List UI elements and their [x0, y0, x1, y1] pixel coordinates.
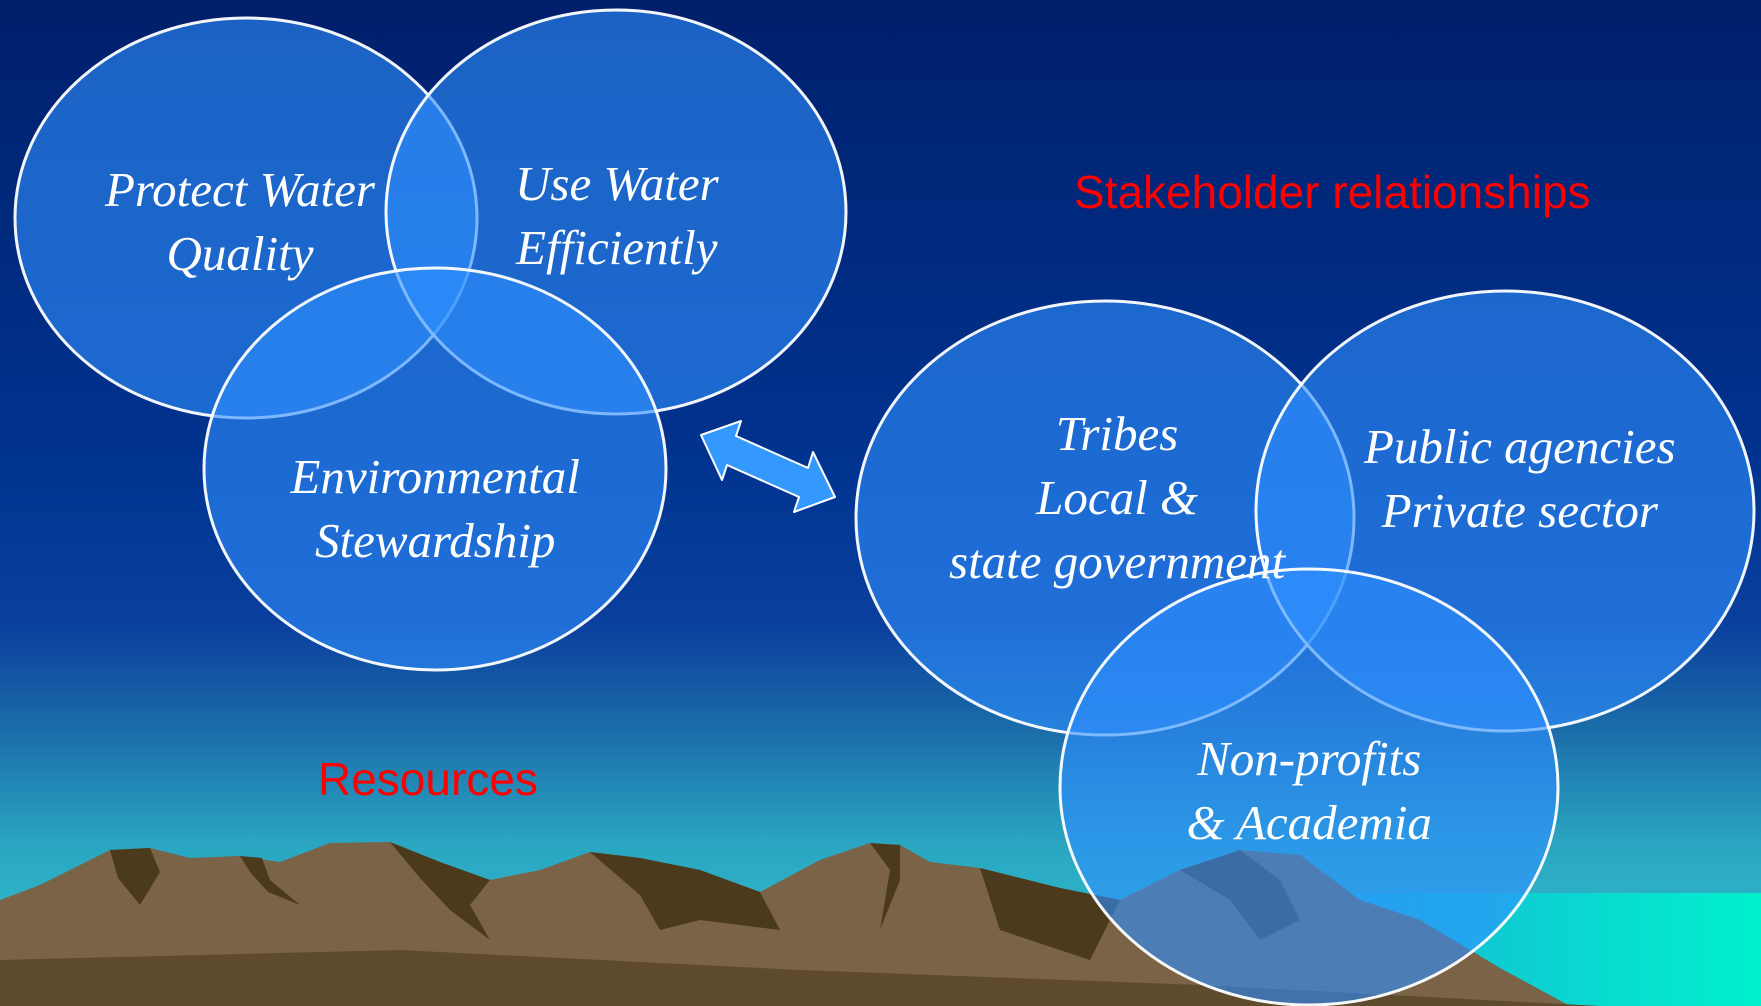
circle-environmental-stewardship — [202, 266, 668, 672]
venn-label-line: Protect Water — [105, 162, 375, 217]
venn-label-line: Public agencies — [1364, 419, 1676, 474]
venn-label-line: state government — [949, 534, 1286, 589]
venn-label-line: & Academia — [1186, 795, 1432, 850]
venn-label-line: Environmental — [290, 449, 580, 504]
venn-label-line: Quality — [166, 226, 314, 281]
venn-label-line: Use Water — [515, 156, 719, 211]
circle-nonprofits-academia-label: Non-profits & Academia — [1187, 727, 1432, 855]
venn-label-line: Stewardship — [314, 513, 556, 568]
venn-label-line: Non-profits — [1197, 731, 1422, 786]
venn-label-line: Private sector — [1381, 483, 1658, 538]
stakeholder-heading: Stakeholder relationships — [1074, 166, 1591, 218]
stakeholder-venn — [854, 289, 1756, 1006]
resources-venn — [13, 8, 848, 672]
venn-label-line: Tribes — [1055, 406, 1179, 461]
venn-label-line: Efficiently — [516, 220, 718, 275]
circle-nonprofits-academia — [1058, 567, 1560, 1006]
resources-heading: Resources — [318, 753, 538, 805]
double-arrow-icon — [700, 420, 836, 513]
venn-label-line: Local & — [1036, 470, 1199, 525]
